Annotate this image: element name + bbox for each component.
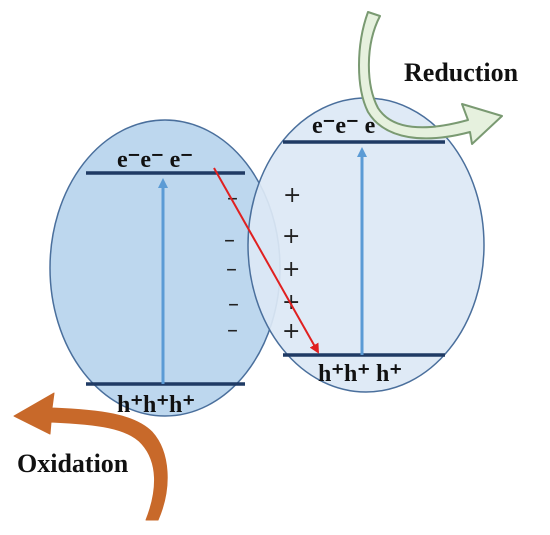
- oxidation-label: Oxidation: [17, 449, 129, 478]
- minus-sign: –: [227, 318, 238, 343]
- minus-sign: –: [228, 292, 239, 317]
- plus-sign: +: [283, 183, 301, 208]
- right-holes-label: h⁺h⁺ h⁺: [318, 361, 402, 387]
- plus-sign: +: [282, 257, 300, 282]
- left-holes-label: h⁺h⁺h⁺: [117, 392, 195, 418]
- plus-sign: +: [282, 319, 300, 344]
- plus-sign: +: [282, 224, 300, 249]
- minus-sign: –: [224, 228, 235, 253]
- reduction-arrow: [358, 11, 503, 145]
- left-electrons-label: e⁻e⁻ e⁻: [117, 147, 193, 173]
- reduction-label: Reduction: [404, 58, 519, 87]
- minus-sign: –: [227, 186, 238, 211]
- minus-sign: –: [226, 257, 237, 282]
- oxidation-arrow: [13, 392, 168, 521]
- electron-transfer-arrow: [213, 167, 319, 354]
